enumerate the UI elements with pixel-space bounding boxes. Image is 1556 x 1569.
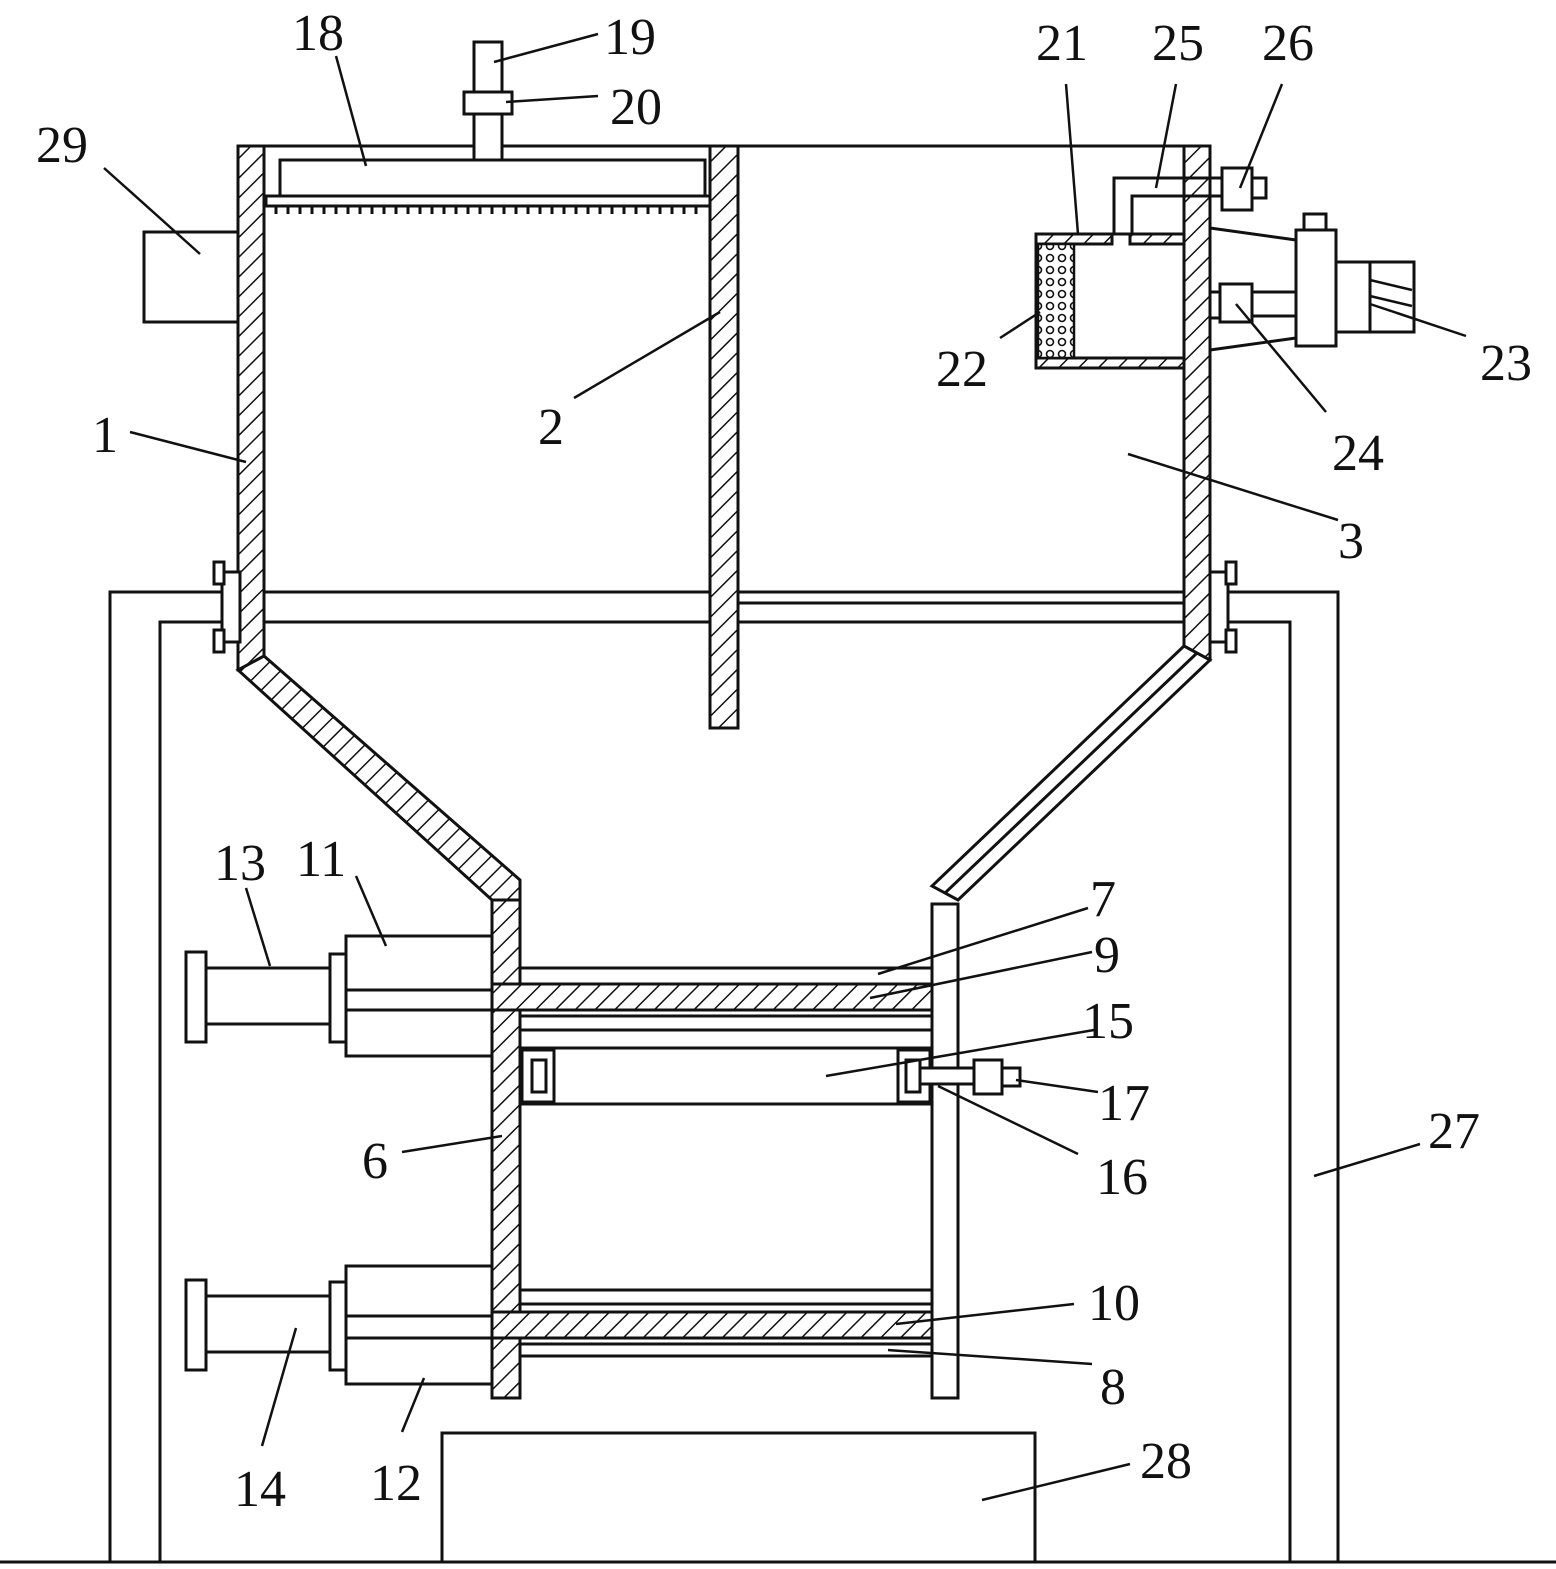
motor-assembly <box>1208 212 1416 352</box>
lower-cylinder <box>184 1264 494 1386</box>
label-12: 12 <box>370 1455 422 1512</box>
label-17: 17 <box>1098 1075 1150 1132</box>
outlet-pipe <box>1112 166 1268 234</box>
filter-drum <box>520 1046 932 1106</box>
collection-box <box>440 1431 1037 1562</box>
label-11: 11 <box>296 831 346 888</box>
label-10: 10 <box>1088 1275 1140 1332</box>
label-23: 23 <box>1480 335 1532 392</box>
label-3: 3 <box>1338 513 1364 570</box>
right-flange <box>1208 560 1238 654</box>
label-28: 28 <box>1140 1433 1192 1490</box>
label-22: 22 <box>936 341 988 398</box>
leader-lines <box>103 32 1467 1502</box>
label-24: 24 <box>1332 425 1384 482</box>
label-1: 1 <box>92 407 118 464</box>
filter-box <box>1034 232 1186 370</box>
label-29: 29 <box>36 117 88 174</box>
left-flange <box>212 560 242 654</box>
lower-right-wall <box>930 902 960 1400</box>
spray-header <box>264 158 712 214</box>
label-16: 16 <box>1096 1149 1148 1206</box>
label-25: 25 <box>1152 15 1204 72</box>
label-14: 14 <box>234 1461 286 1518</box>
tank-body <box>235 144 1213 910</box>
label-6: 6 <box>362 1133 388 1190</box>
label-8: 8 <box>1100 1359 1126 1416</box>
label-21: 21 <box>1036 15 1088 72</box>
support-frame <box>108 590 1340 1562</box>
part-labels: 1 2 3 6 7 9 15 17 16 27 10 8 28 13 11 14… <box>36 5 1532 1518</box>
label-2: 2 <box>538 399 564 456</box>
drive-shaft <box>918 1058 1022 1096</box>
upper-screen-frame <box>436 966 934 1050</box>
label-19: 19 <box>604 9 656 66</box>
partition-plate <box>708 144 740 730</box>
label-20: 20 <box>610 79 662 136</box>
label-13: 13 <box>214 835 266 892</box>
inlet-pipe <box>462 40 514 162</box>
label-7: 7 <box>1090 871 1116 928</box>
label-15: 15 <box>1082 993 1134 1050</box>
label-9: 9 <box>1094 927 1120 984</box>
label-18: 18 <box>292 5 344 62</box>
upper-cylinder <box>184 934 494 1058</box>
label-26: 26 <box>1262 15 1314 72</box>
label-27: 27 <box>1428 1103 1480 1160</box>
